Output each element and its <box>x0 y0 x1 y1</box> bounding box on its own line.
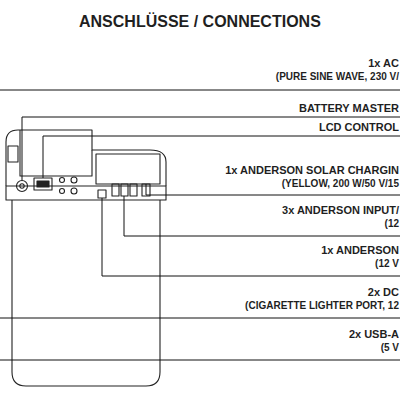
spec-note: (PURE SINE WAVE, 230 V/ <box>276 71 399 83</box>
lid-top <box>6 130 166 186</box>
connector-label: 3x ANDERSON INPUT/ <box>282 204 399 217</box>
dc-port <box>71 188 77 194</box>
spec-note: (5 V <box>381 342 399 354</box>
spec-note: (CIGARETTE LIGHTER PORT, 12 <box>245 300 399 312</box>
body-outline <box>12 200 160 386</box>
lid-step <box>20 130 92 176</box>
lcd-screen <box>37 181 49 187</box>
leader-line <box>102 198 400 276</box>
anderson-port <box>98 190 106 198</box>
leader-line <box>0 360 400 361</box>
diagram-title: ANSCHLÜSSE / CONNECTIONS <box>79 12 321 31</box>
usb-port <box>60 178 65 183</box>
leader-line <box>0 90 400 91</box>
lcd-display <box>34 178 52 190</box>
anderson-port <box>121 184 128 196</box>
master-switch-core <box>20 184 24 188</box>
connector-label: 1x AC <box>368 57 399 70</box>
panel-raised <box>96 154 160 184</box>
leader-line <box>22 117 400 180</box>
leader-line <box>124 196 400 236</box>
leader-line <box>0 318 400 319</box>
usb-port <box>60 189 65 194</box>
connector-label: 1x ANDERSON <box>321 244 399 257</box>
spec-note: (12 V <box>375 258 399 270</box>
connector-label: BATTERY MASTER <box>299 102 399 115</box>
connector-label: 1x ANDERSON SOLAR CHARGIN <box>225 164 399 177</box>
master-switch <box>17 181 28 192</box>
dc-port <box>71 177 77 183</box>
spec-note: (YELLOW, 200 W/50 V/15 <box>282 178 399 190</box>
anderson-port <box>112 184 119 196</box>
leader-line <box>43 136 400 178</box>
connector-label: 2x DC <box>368 286 399 299</box>
spec-note: (12 <box>385 218 399 230</box>
connector-label: LCD CONTROL <box>319 121 399 134</box>
ac-socket <box>8 146 18 162</box>
connector-label: 2x USB-A <box>349 328 399 341</box>
anderson-port <box>130 184 137 196</box>
